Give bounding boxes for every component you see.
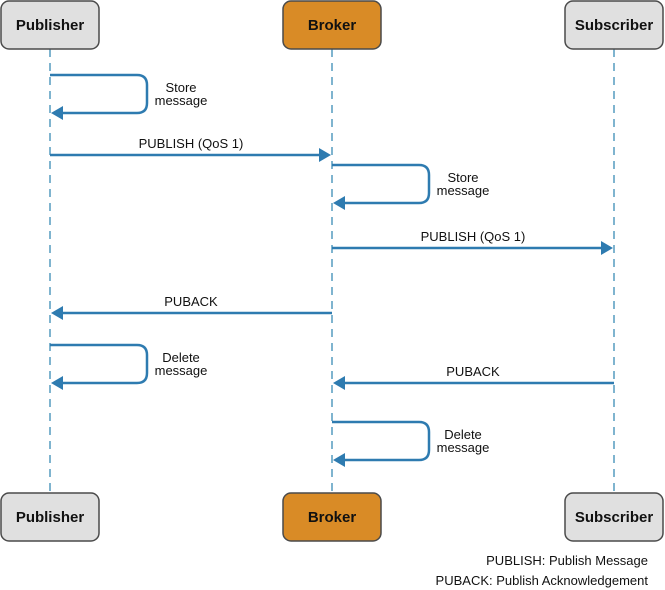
message-arrowhead — [333, 376, 345, 390]
self-message-loop — [50, 73, 149, 115]
self-message-label-line: message — [155, 93, 208, 108]
self-message-label-line: message — [155, 363, 208, 378]
self-message-arrowhead — [51, 106, 63, 120]
publisher-label: Publisher — [16, 509, 85, 526]
publisher-box-top[interactable]: Publisher — [0, 0, 100, 50]
broker-label: Broker — [308, 509, 357, 526]
broker-box-top[interactable]: Broker — [282, 0, 382, 50]
message-2: PUBLISH (QoS 1) — [50, 136, 331, 162]
broker-box-bottom[interactable]: Broker — [282, 492, 382, 542]
subscriber-box-bottom[interactable]: Subscriber — [564, 492, 664, 542]
broker-label: Broker — [308, 17, 357, 34]
message-5: PUBACK — [51, 294, 332, 320]
self-message-arrowhead — [333, 453, 345, 467]
self-message-label-line: Store — [165, 80, 196, 95]
self-message-label-line: Store — [447, 170, 478, 185]
message-arrowhead — [319, 148, 331, 162]
subscriber-label: Subscriber — [575, 509, 654, 526]
publisher-box-bottom[interactable]: Publisher — [0, 492, 100, 542]
message-4: PUBLISH (QoS 1) — [332, 229, 613, 255]
self-message-label-line: message — [437, 183, 490, 198]
self-message-arrowhead — [333, 196, 345, 210]
self-message-loop — [332, 420, 431, 462]
publisher-label: Publisher — [16, 17, 85, 34]
legend-publish: PUBLISH: Publish Message — [486, 553, 648, 568]
self-message-label-line: Delete — [162, 350, 200, 365]
self-message-label-line: Delete — [444, 427, 482, 442]
self-message-label-line: message — [437, 440, 490, 455]
self-message-arrowhead — [51, 376, 63, 390]
message-label: PUBACK — [164, 294, 218, 309]
message-arrowhead — [51, 306, 63, 320]
message-7: PUBACK — [333, 364, 614, 390]
message-label: PUBACK — [446, 364, 500, 379]
message-arrowhead — [601, 241, 613, 255]
message-label: PUBLISH (QoS 1) — [139, 136, 244, 151]
legend-puback: PUBACK: Publish Acknowledgement — [435, 573, 648, 588]
subscriber-box-top[interactable]: Subscriber — [564, 0, 664, 50]
subscriber-label: Subscriber — [575, 17, 654, 34]
message-label: PUBLISH (QoS 1) — [421, 229, 526, 244]
self-message-loop — [332, 163, 431, 205]
self-message-loop — [50, 343, 149, 385]
